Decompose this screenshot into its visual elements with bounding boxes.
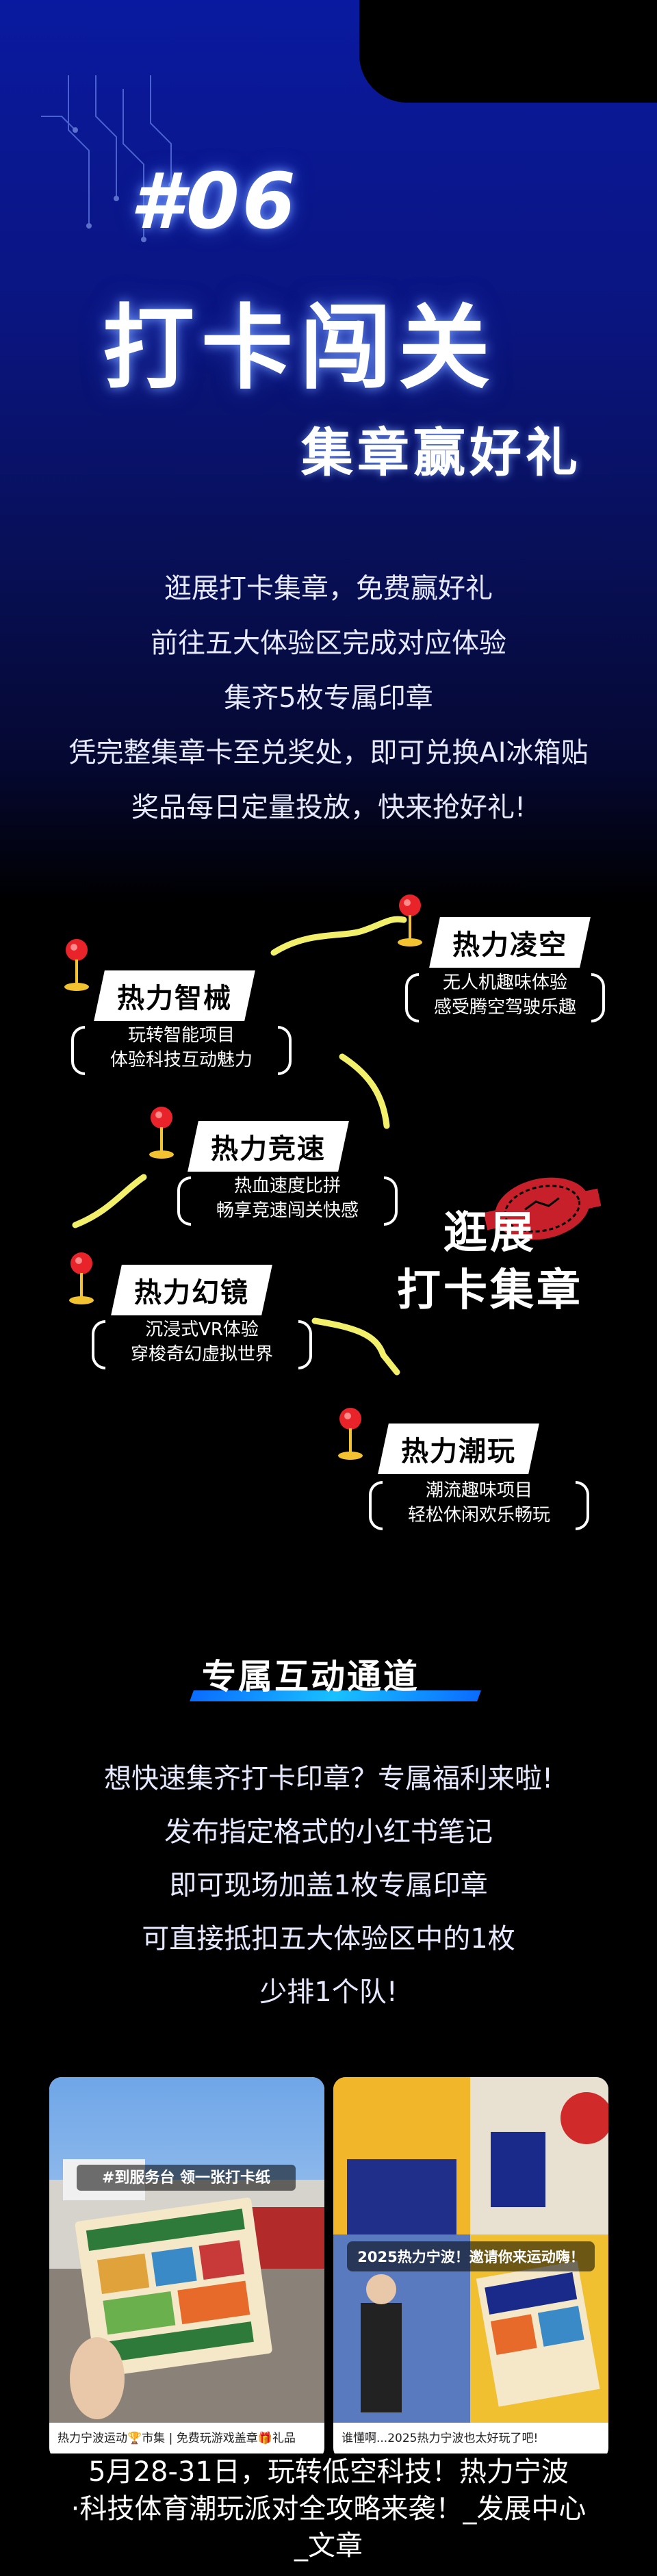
caption-line: 5月28-31日，玩转低空科技！热力宁波 (88, 2456, 569, 2488)
hero-number: #06 (130, 157, 298, 246)
zone-title-zhixie: 热力智械 (94, 970, 255, 1021)
zone-desc-zhixie: 玩转智能项目体验科技互动魅力 (71, 1023, 292, 1075)
article-caption[interactable]: 5月28-31日，玩转低空科技！热力宁波 ·科技体育潮玩派对全攻略来袭！_发展中… (0, 2453, 657, 2564)
card-overlay-text: 2025热力宁波！邀请你来运动嗨！ (357, 2249, 584, 2265)
hero-section: #06 打卡闯关 集章赢好礼 逛展打卡集章，免费赢好礼 前往五大体验区完成对应体… (0, 0, 657, 903)
zone-title-jingsu: 热力竞速 (188, 1121, 349, 1172)
note-card-caption: 谁懂啊...2025热力宁波也太好玩了吧! (342, 2432, 539, 2445)
route-paths (72, 916, 407, 1376)
zone-desc-chaowan: 潮流趣味项目轻松休闲欢乐畅玩 (369, 1478, 589, 1530)
zone-desc-lingkong: 无人机趣味体验感受腾空驾驶乐趣 (405, 970, 605, 1022)
caption-line: _文章 (294, 2530, 363, 2562)
intro-line: 集齐5枚专属印章 (224, 682, 433, 714)
channel-line: 少排1个队! (259, 1976, 398, 2008)
intro-line: 逛展打卡集章，免费赢好礼 (164, 573, 493, 604)
note-card[interactable]: #到服务台 领一张打卡纸 热力宁波运动🏆市集 | 免费玩游戏盖章🎁礼品 (49, 2077, 324, 2460)
map-pin-icon (149, 1107, 174, 1159)
channel-line: 即可现场加盖1枚专属印章 (169, 1870, 488, 1901)
channel-line: 可直接抵扣五大体验区中的1枚 (142, 1923, 515, 1955)
intro-line: 前往五大体验区完成对应体验 (151, 628, 506, 659)
map-pin-icon (398, 894, 422, 946)
channel-title: 专属互动通道 (202, 1657, 420, 1697)
stamp-heading: 逛展 打卡集章 (397, 1208, 583, 1316)
intro-line: 奖品每日定量投放，快来抢好礼! (131, 792, 526, 823)
zone-desc-huanjing: 沉浸式VR体验穿梭奇幻虚拟世界 (92, 1317, 312, 1369)
stamp-badge-icon (485, 1177, 601, 1240)
circuit-decoration-icon (41, 75, 174, 242)
zone-desc-jingsu: 热血速度比拼畅享竞速闯关快感 (177, 1174, 398, 1226)
intro-text: 逛展打卡集章，免费赢好礼 前往五大体验区完成对应体验 集齐5枚专属印章 凭完整集… (0, 561, 657, 835)
map-pin-icon (64, 939, 89, 991)
zone-title-huanjing: 热力幻镜 (111, 1265, 272, 1315)
map-pin-icon (69, 1252, 94, 1304)
stamp-route-map: 热力凌空 无人机趣味体验感受腾空驾驶乐趣 热力智械 玩转智能项目体验科技互动魅力… (0, 890, 657, 1560)
hero-title: 打卡闯关 (103, 295, 498, 402)
hero-corner-tab (359, 0, 657, 103)
card-photo-collage: 2025热力宁波！邀请你来运动嗨！ (333, 2077, 608, 2423)
card-overlay-text: #到服务台 领一张打卡纸 (102, 2169, 270, 2187)
card-photo-stamp-map: #到服务台 领一张打卡纸 (49, 2077, 324, 2423)
note-card[interactable]: 2025热力宁波！邀请你来运动嗨！ 谁懂啊...2025热力宁波也太好玩了吧! (333, 2077, 608, 2460)
channel-line: 想快速集齐打卡印章？专属福利来啦! (103, 1763, 554, 1794)
caption-line: ·科技体育潮玩派对全攻略来袭！_发展中心 (70, 2493, 587, 2525)
map-pin-icon (338, 1408, 363, 1460)
intro-line: 凭完整集章卡至兑奖处，即可兑换AI冰箱贴 (68, 737, 589, 769)
zone-title-chaowan: 热力潮玩 (378, 1424, 539, 1474)
channel-text: 想快速集齐打卡印章？专属福利来啦! 发布指定格式的小红书笔记 即可现场加盖1枚专… (0, 1752, 657, 2019)
channel-line: 发布指定格式的小红书笔记 (164, 1816, 493, 1848)
zone-title-lingkong: 热力凌空 (429, 917, 591, 968)
hero-subtitle: 集章赢好礼 (301, 422, 582, 483)
note-card-caption: 热力宁波运动🏆市集 | 免费玩游戏盖章🎁礼品 (57, 2432, 296, 2445)
